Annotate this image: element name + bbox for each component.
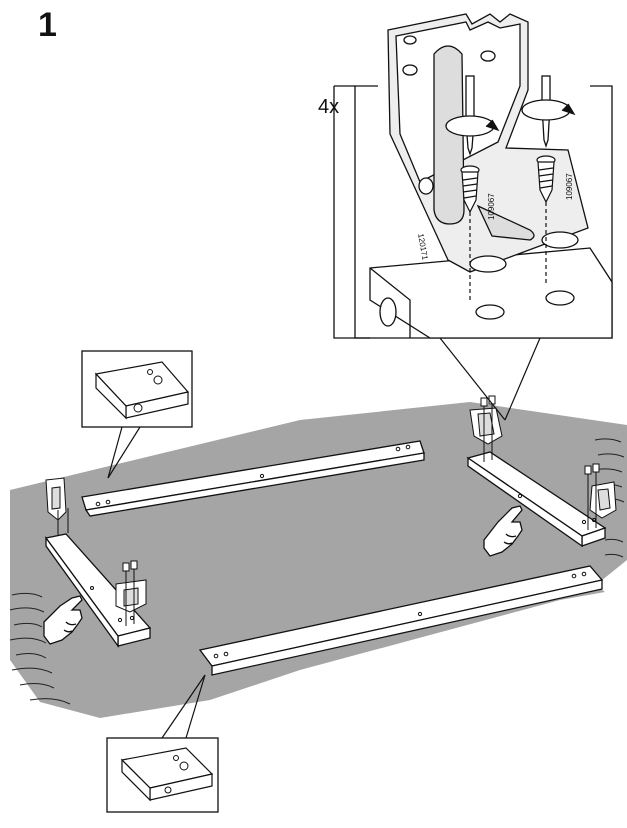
pointing-hand-icon: [483, 505, 523, 557]
bracket-left-mid: [115, 560, 147, 626]
detail-screw-right: [536, 155, 556, 286]
carpet: [9, 402, 627, 718]
detail-screw-left: [460, 165, 480, 300]
detail-rail: [369, 247, 613, 339]
bracket-top-right: [469, 395, 503, 462]
quantity-label: 4x: [318, 96, 340, 118]
step-number: 1: [38, 6, 57, 44]
rail-right: [466, 451, 607, 548]
bracket-right-mid: [584, 463, 617, 530]
callout-bottom: [106, 674, 219, 813]
part-code-screw-right: 109067: [565, 173, 574, 200]
rail-left: [44, 533, 152, 649]
callout-top-left: [81, 350, 193, 479]
part-code-bracket: 120171: [416, 233, 430, 261]
rail-back: [81, 440, 425, 517]
screwdriver-icon: [445, 75, 500, 157]
pointing-hand-icon: [43, 595, 83, 645]
detail-bracket: [387, 13, 589, 273]
rail-front: [198, 565, 604, 676]
part-code-screw-left: 109067: [487, 193, 496, 220]
screwdriver-icon: [521, 75, 576, 149]
bracket-top-left: [45, 477, 69, 535]
